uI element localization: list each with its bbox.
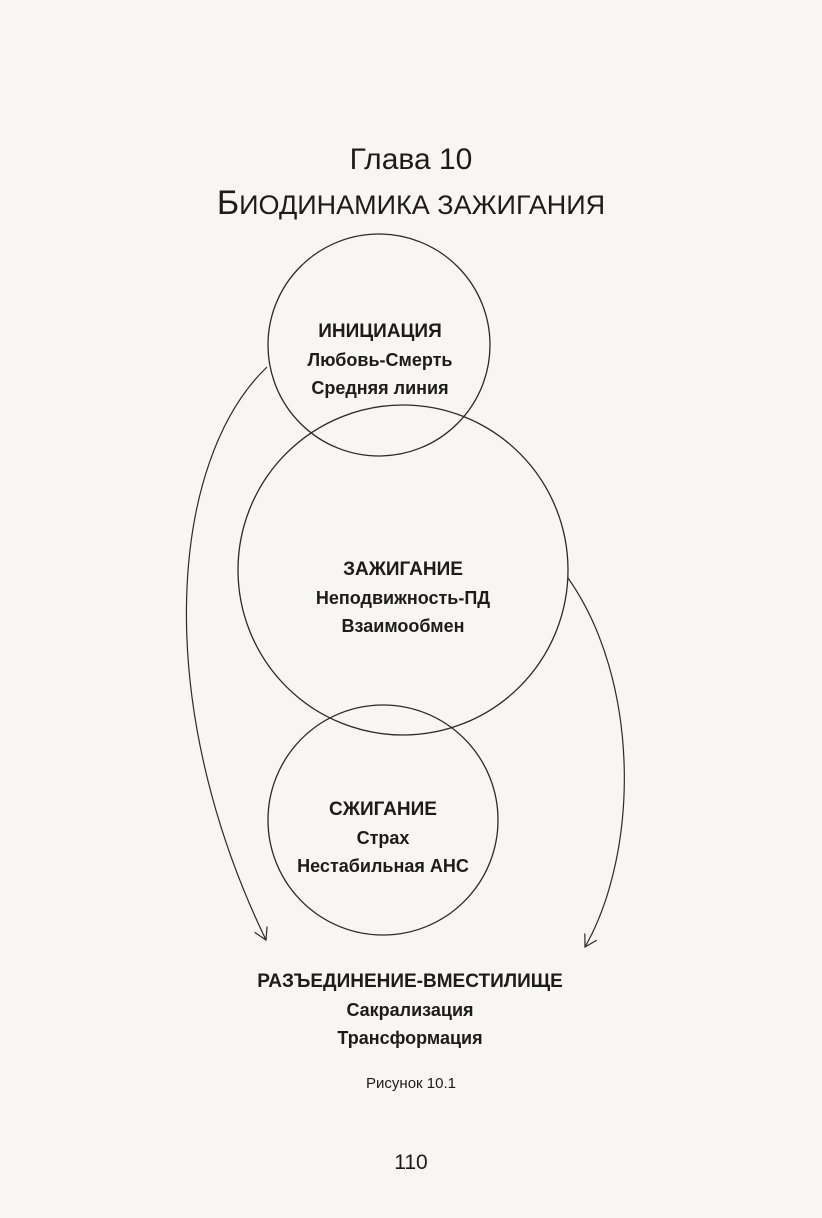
initiation-line2: Средняя линия [311,378,449,398]
chapter-label: Глава 10 [349,143,473,176]
initiation-label: ИНИЦИАЦИЯ Любовь-Смерть Средняя линия [230,318,530,402]
initiation-heading: ИНИЦИАЦИЯ [318,321,442,342]
ignition-label: ЗАЖИГАНИЕ Неподвижность-ПД Взаимообмен [253,556,553,640]
outcome-line1: Сакрализация [346,1000,474,1020]
outcome-label: РАЗЪЕДИНЕНИЕ-ВМЕСТИЛИЩЕ Сакрализация Тра… [110,968,710,1052]
outcome-heading: РАЗЪЕДИНЕНИЕ-ВМЕСТИЛИЩЕ [257,971,563,992]
initiation-line1: Любовь-Смерть [307,350,453,370]
chapter-title: БИОДИНАМИКА ЗАЖИГАНИЯ [0,184,822,223]
burning-line1: Страх [356,828,410,848]
arrow-left [185,366,267,940]
title-initial: Б [216,184,240,222]
circle-burning [267,704,499,936]
page-number: 110 [394,1151,428,1174]
ignition-heading: ЗАЖИГАНИЕ [343,559,463,580]
burning-label: СЖИГАНИЕ Страх Нестабильная АНС [233,796,533,880]
arrow-right [567,577,625,947]
ignition-line1: Неподвижность-ПД [315,588,491,608]
ignition-line2: Взаимообмен [341,616,465,636]
figure-caption: Рисунок 10.1 [366,1075,456,1092]
outcome-line2: Трансформация [337,1028,483,1048]
title-rest: ИОДИНАМИКА ЗАЖИГАНИЯ [239,190,606,220]
burning-heading: СЖИГАНИЕ [329,799,437,820]
circle-initiation [267,233,491,457]
burning-line2: Нестабильная АНС [297,856,469,876]
circle-ignition [237,404,569,736]
